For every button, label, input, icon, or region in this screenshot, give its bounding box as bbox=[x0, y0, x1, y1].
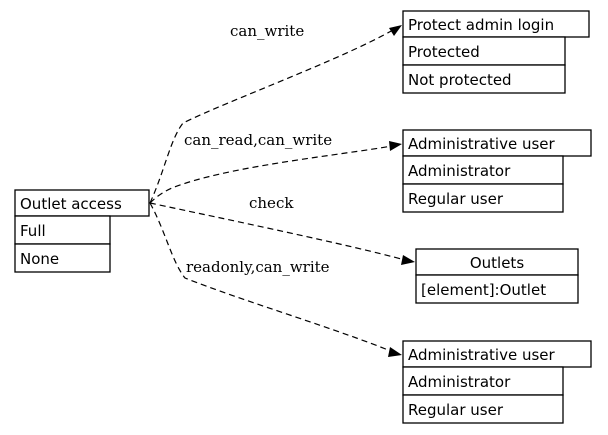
edge-label-can-read-can-write: can_read,can_write bbox=[184, 131, 332, 149]
node-row: Full bbox=[20, 222, 46, 240]
edge-label-check: check bbox=[249, 194, 294, 212]
node-row: Not protected bbox=[408, 71, 512, 89]
node-title-box bbox=[14, 189, 150, 217]
node-outlets: Outlets [element]:Outlet bbox=[415, 248, 579, 304]
edge-label-can-write: can_write bbox=[230, 22, 304, 40]
arrowhead bbox=[388, 347, 402, 357]
node-title: Protect admin login bbox=[408, 16, 554, 34]
node-row: Regular user bbox=[408, 401, 504, 419]
edge-to-protect-admin-login: can_write bbox=[149, 22, 402, 204]
node-row-box bbox=[14, 215, 111, 245]
node-title: Outlets bbox=[470, 254, 524, 272]
edge-label-readonly-can-write: readonly,can_write bbox=[186, 258, 330, 276]
node-title: Administrative user bbox=[408, 135, 556, 153]
node-row: Protected bbox=[408, 43, 480, 61]
node-title: Outlet access bbox=[20, 195, 122, 213]
node-row-box bbox=[402, 183, 564, 213]
arrowhead bbox=[389, 25, 402, 36]
arrowhead bbox=[401, 255, 415, 265]
node-row: Regular user bbox=[408, 190, 504, 208]
node-title: Administrative user bbox=[408, 346, 556, 364]
node-administrative-user-1: Administrative user Administrator Regula… bbox=[402, 129, 592, 213]
arrowhead bbox=[389, 141, 402, 151]
edge-to-outlets: check bbox=[149, 194, 415, 265]
node-row: Administrator bbox=[408, 162, 511, 180]
node-row: None bbox=[20, 250, 59, 268]
node-administrative-user-2: Administrative user Administrator Regula… bbox=[402, 340, 592, 424]
node-row: Administrator bbox=[408, 373, 511, 391]
node-title-box bbox=[415, 248, 579, 276]
node-protect-admin-login: Protect admin login Protected Not protec… bbox=[402, 10, 590, 94]
node-row-box bbox=[402, 155, 564, 185]
edge-to-administrative-user-1: can_read,can_write bbox=[149, 131, 402, 204]
node-outlet-access: Outlet access Full None bbox=[14, 189, 150, 273]
node-row-box bbox=[14, 243, 111, 273]
node-title-box bbox=[402, 10, 590, 38]
node-row: [element]:Outlet bbox=[421, 281, 546, 299]
node-row-box bbox=[402, 64, 566, 94]
node-row-box bbox=[402, 394, 564, 424]
node-row-box bbox=[415, 274, 579, 304]
node-title-box bbox=[402, 340, 592, 368]
edge-to-administrative-user-2: readonly,can_write bbox=[149, 202, 402, 357]
